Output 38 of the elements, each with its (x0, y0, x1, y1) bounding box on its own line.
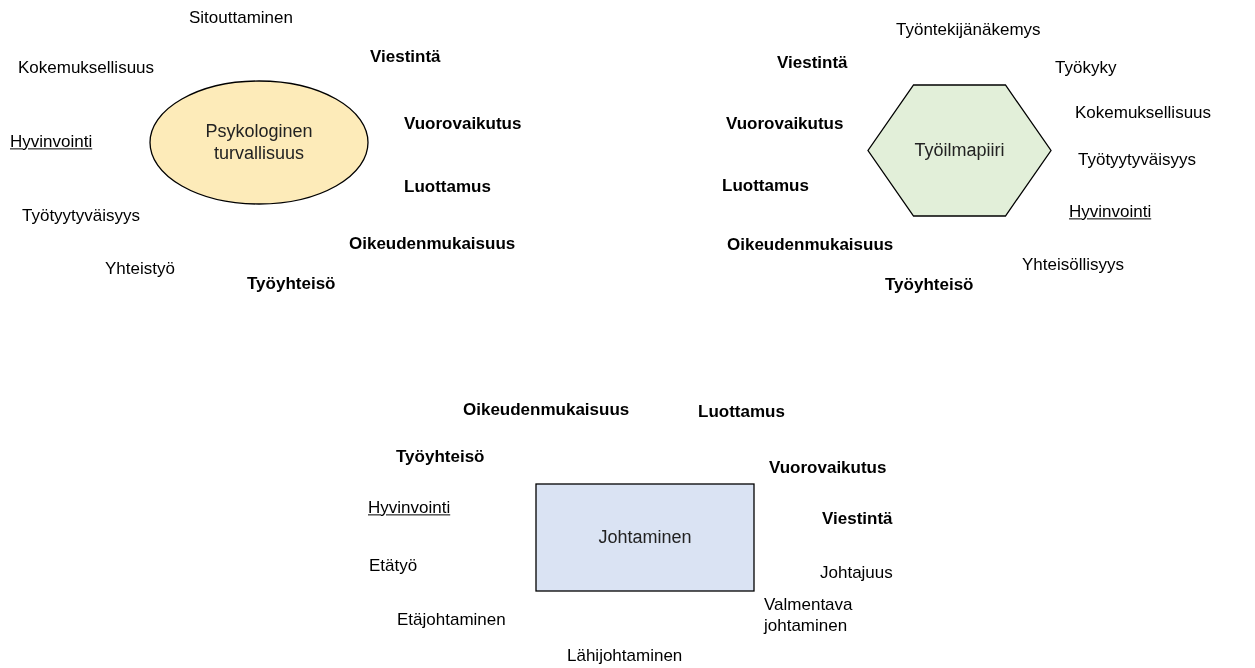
ellipse-node (149, 80, 369, 205)
keyword-label: Etäjohtaminen (397, 609, 506, 631)
hexagon-node (867, 84, 1052, 217)
node-label: Työilmapiiri (914, 139, 1005, 162)
keyword-label: Oikeudenmukaisuus (727, 234, 894, 256)
keyword-label: Kokemuksellisuus (1075, 102, 1212, 124)
keyword-label: Viestintä (822, 508, 893, 530)
keyword-label: Hyvinvointi (1069, 201, 1152, 223)
keyword-label: Työyhteisö (396, 446, 485, 468)
keyword-label: Kokemuksellisuus (18, 57, 155, 79)
keyword-label: Vuorovaikutus (769, 457, 887, 479)
node-label: Johtaminen (598, 526, 692, 549)
keyword-label: Etätyö (369, 555, 418, 577)
keyword-label: Työyhteisö (247, 273, 336, 295)
keyword-label: Johtajuus (820, 562, 893, 584)
keyword-label: Hyvinvointi (368, 497, 451, 519)
keyword-label: Työtyytyväisyys (1078, 149, 1197, 171)
keyword-label: Oikeudenmukaisuus (349, 233, 516, 255)
keyword-label: Luottamus (404, 176, 491, 198)
keyword-label: Lähijohtaminen (567, 645, 683, 667)
keyword-label: Oikeudenmukaisuus (463, 399, 630, 421)
keyword-label: Työkyky (1055, 57, 1117, 79)
keyword-label: Sitouttaminen (189, 7, 293, 29)
keyword-label: Työtyytyväisyys (22, 205, 141, 227)
keyword-label: Vuorovaikutus (726, 113, 844, 135)
keyword-label: Valmentava johtaminen (764, 593, 854, 637)
keyword-label: Yhteistyö (105, 258, 175, 280)
keyword-label: Viestintä (777, 52, 848, 74)
rectangle-node (535, 483, 755, 592)
keyword-label: Hyvinvointi (10, 131, 93, 153)
keyword-label: Viestintä (370, 46, 441, 68)
keyword-label: Yhteisöllisyys (1022, 254, 1125, 276)
keyword-label: Työntekijänäkemys (896, 19, 1041, 41)
keyword-label: Vuorovaikutus (404, 113, 522, 135)
keyword-label: Luottamus (722, 175, 809, 197)
node-label: Psykologinen turvallisuus (204, 120, 314, 165)
keyword-label: Työyhteisö (885, 274, 974, 296)
keyword-label: Luottamus (698, 401, 785, 423)
